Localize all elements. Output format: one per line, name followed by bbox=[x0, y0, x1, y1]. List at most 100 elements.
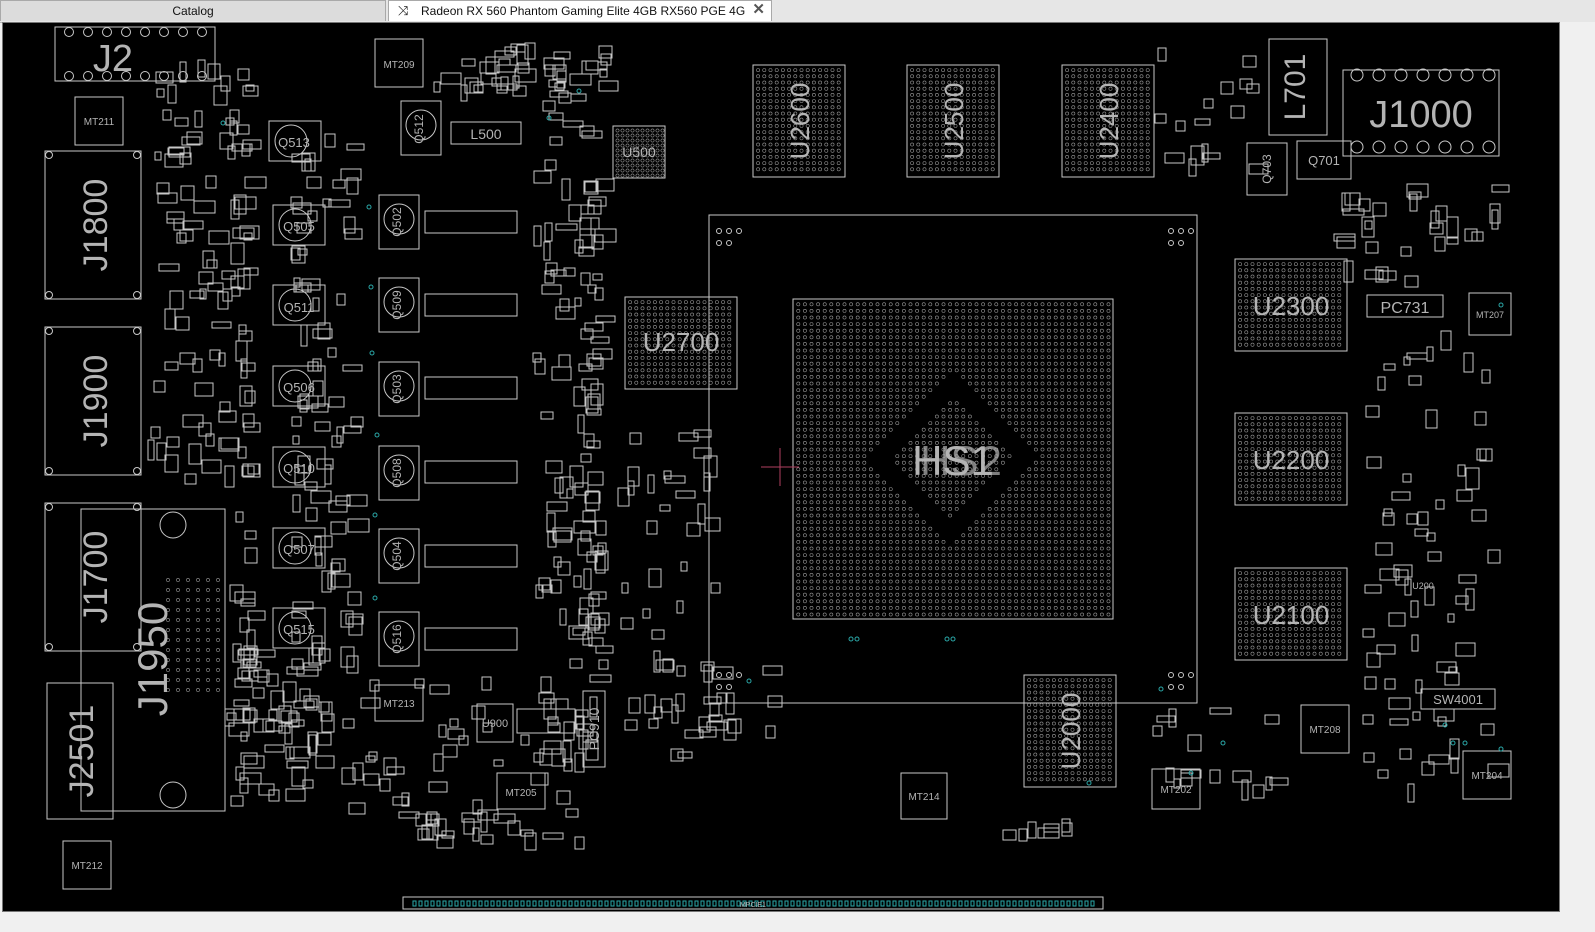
chip-u2500-outline[interactable] bbox=[906, 64, 1000, 178]
connector-ball bbox=[216, 608, 220, 612]
tab-board[interactable]: ⤨ Radeon RX 560 Phantom Gaming Elite 4GB… bbox=[388, 0, 772, 21]
pc910-outline[interactable] bbox=[582, 690, 606, 768]
mount-mt208-outline[interactable] bbox=[1300, 704, 1350, 754]
inductor-l900-outline[interactable] bbox=[516, 708, 576, 734]
inductor-l506-outline[interactable] bbox=[424, 627, 518, 651]
inductor-l505-outline[interactable] bbox=[424, 460, 518, 484]
bga-ball bbox=[768, 124, 773, 128]
mount-mt202-outline[interactable] bbox=[1151, 768, 1201, 810]
bga-ball bbox=[849, 553, 854, 558]
bga-ball bbox=[809, 559, 814, 564]
bga-ball bbox=[836, 592, 840, 597]
bga-ball bbox=[974, 573, 979, 577]
bga-ball bbox=[888, 573, 893, 577]
bga-ball bbox=[830, 154, 835, 159]
close-icon[interactable]: ✕ bbox=[752, 1, 765, 18]
mount-mt205-outline[interactable] bbox=[496, 772, 546, 810]
bga-ball bbox=[1244, 299, 1249, 304]
passive bbox=[1027, 821, 1037, 839]
mount-mt211-outline[interactable] bbox=[74, 96, 124, 146]
connector-ball bbox=[166, 588, 170, 592]
transistor-q701-outline[interactable] bbox=[1296, 140, 1352, 180]
connector-j1800-outline[interactable] bbox=[44, 150, 142, 300]
heatsink-hs1-outline[interactable] bbox=[708, 214, 1198, 704]
bga-ball bbox=[1065, 142, 1070, 147]
bga-ball bbox=[774, 80, 779, 85]
chip-u2000-outline[interactable] bbox=[1023, 674, 1117, 788]
bga-ball bbox=[1331, 317, 1336, 322]
connector-j1000-outline[interactable] bbox=[1342, 69, 1500, 157]
connector-j1950-outline[interactable] bbox=[80, 508, 226, 812]
transistor-q703-outline[interactable] bbox=[1246, 142, 1288, 196]
board-viewer-canvas[interactable]: J2 J1000 J1800 J1900 J1700 J1950 J2501 U… bbox=[2, 22, 1560, 912]
bga-ball bbox=[1040, 374, 1045, 379]
bga-ball bbox=[1337, 459, 1342, 464]
bga-ball bbox=[816, 553, 821, 558]
inductor-l502-outline[interactable] bbox=[424, 210, 518, 234]
bga-ball bbox=[829, 553, 834, 558]
bga-ball bbox=[941, 368, 946, 373]
bga-ball bbox=[1093, 520, 1098, 525]
passive bbox=[524, 42, 536, 60]
connector-j1700-outline[interactable] bbox=[44, 502, 142, 652]
bga-ball bbox=[1034, 374, 1038, 379]
bga-ball bbox=[646, 300, 651, 305]
pin bbox=[197, 71, 207, 81]
bga-ball bbox=[803, 566, 807, 571]
bga-ball bbox=[727, 312, 732, 317]
inductor-outline[interactable] bbox=[424, 293, 518, 317]
bga-ball bbox=[1080, 328, 1085, 333]
mount-mt209-outline[interactable] bbox=[374, 38, 424, 88]
bga-ball bbox=[1238, 416, 1243, 421]
bga-ball bbox=[990, 68, 995, 73]
pc731-outline[interactable] bbox=[1366, 294, 1444, 318]
connector-j2501-outline[interactable] bbox=[46, 682, 114, 820]
bga-ball bbox=[1001, 315, 1005, 320]
bga-ball bbox=[824, 99, 829, 104]
chip-u500-outline[interactable] bbox=[612, 125, 666, 179]
mount-mt214-outline[interactable] bbox=[900, 772, 948, 820]
bga-ball bbox=[1034, 526, 1038, 531]
bga-ball bbox=[902, 328, 906, 333]
bga-ball bbox=[1080, 407, 1085, 412]
bga-ball bbox=[1300, 583, 1305, 588]
bga-ball bbox=[768, 105, 773, 110]
chip-u2300-outline[interactable] bbox=[1234, 258, 1348, 352]
connector-j2-outline[interactable] bbox=[54, 26, 216, 82]
bga-ball bbox=[1027, 758, 1032, 763]
bga-ball bbox=[869, 599, 873, 604]
switch-sw4001-outline[interactable] bbox=[1420, 688, 1496, 710]
inductor-l503-outline[interactable] bbox=[424, 376, 518, 400]
passive bbox=[1344, 192, 1361, 206]
chip-u2200-outline[interactable] bbox=[1234, 412, 1348, 506]
chip-u900-outline[interactable] bbox=[476, 703, 514, 743]
chip-u2400-outline[interactable] bbox=[1061, 64, 1155, 178]
mount-mt212-outline[interactable] bbox=[62, 840, 112, 890]
bga-ball bbox=[947, 86, 952, 91]
chip-u2100-outline[interactable] bbox=[1234, 567, 1348, 661]
gpu-package-outline[interactable] bbox=[792, 298, 1114, 620]
bga-ball bbox=[922, 86, 927, 91]
mount-mt204-outline[interactable] bbox=[1462, 750, 1512, 800]
bga-ball bbox=[1014, 302, 1019, 307]
connector-j1900-outline[interactable] bbox=[44, 326, 142, 476]
bga-ball bbox=[1300, 633, 1305, 638]
bga-ball bbox=[1294, 422, 1298, 427]
chip-u2600-outline[interactable] bbox=[752, 64, 846, 178]
inductor-l500-outline[interactable] bbox=[450, 121, 522, 145]
mount-mt213-outline[interactable] bbox=[374, 684, 424, 722]
inductor-l701-outline[interactable] bbox=[1268, 38, 1328, 136]
bga-ball bbox=[1287, 589, 1292, 594]
bga-ball bbox=[1287, 336, 1292, 341]
inductor-l504-outline[interactable] bbox=[424, 544, 518, 568]
bga-ball bbox=[1007, 361, 1012, 366]
pcie-edge-outline[interactable] bbox=[402, 896, 1104, 910]
bga-ball bbox=[824, 86, 829, 91]
bga-ball bbox=[805, 111, 810, 116]
bga-ball bbox=[1101, 696, 1106, 701]
pcb-layout[interactable]: J2 J1000 J1800 J1900 J1700 J1950 J2501 U… bbox=[3, 23, 1559, 911]
chip-u2700-outline[interactable] bbox=[624, 296, 738, 390]
tab-catalog[interactable]: Catalog bbox=[0, 0, 386, 21]
bga-ball bbox=[1086, 341, 1091, 346]
mount-mt207-outline[interactable] bbox=[1468, 292, 1512, 336]
